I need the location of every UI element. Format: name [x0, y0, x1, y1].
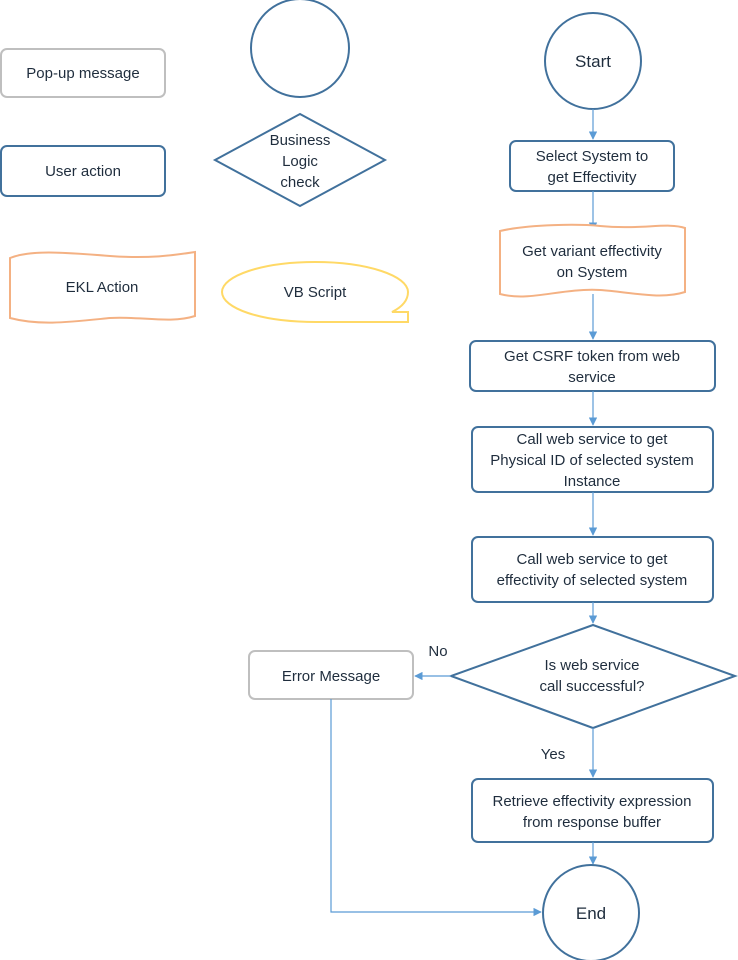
step-call-physical-id: Call web service to get Physical ID of s…	[471, 426, 714, 493]
step4-line-3: Instance	[564, 473, 621, 490]
legend-circle	[250, 0, 350, 98]
yes-label: Yes	[541, 746, 565, 763]
connector-error-to-end	[330, 699, 542, 917]
end-node: End	[542, 864, 640, 960]
step6-line-1: Retrieve effectivity expression	[493, 793, 692, 810]
legend-business-logic-line-3: check	[280, 174, 320, 191]
step-call-effectivity: Call web service to get effectivity of s…	[471, 536, 714, 603]
step-retrieve-effectivity: Retrieve effectivity expression from res…	[471, 778, 714, 843]
no-label: No	[428, 643, 447, 660]
legend-business-logic-line-2: Logic	[282, 153, 318, 170]
error-message-label: Error Message	[282, 668, 380, 685]
error-message-box: Error Message	[248, 650, 414, 700]
start-label: Start	[575, 52, 611, 71]
step2-line-2: on System	[557, 264, 628, 281]
legend-popup-message: Pop-up message	[0, 48, 166, 98]
decision-web-service-success: Is web service call successful?	[448, 623, 738, 730]
legend-user-action-label: User action	[45, 163, 121, 180]
step1-line-2: get Effectivity	[548, 169, 637, 186]
step3-line-1: Get CSRF token from web	[504, 348, 680, 365]
legend-vb-script: VB Script	[220, 260, 410, 323]
legend-vb-script-label: VB Script	[284, 284, 347, 301]
step4-line-2: Physical ID of selected system	[490, 452, 693, 469]
step-get-variant-effectivity: Get variant effectivity on System	[499, 223, 686, 298]
step-select-system: Select System to get Effectivity	[509, 140, 675, 192]
step6-line-2: from response buffer	[523, 814, 661, 831]
step5-line-2: effectivity of selected system	[497, 572, 688, 589]
step1-line-1: Select System to	[536, 148, 649, 165]
step5-line-1: Call web service to get	[517, 551, 669, 568]
legend-ekl-action-label: EKL Action	[66, 279, 139, 296]
legend-business-logic-check: Business Logic check	[212, 112, 388, 208]
legend-user-action: User action	[0, 145, 166, 197]
decision-line-2: call successful?	[539, 678, 644, 695]
decision-line-1: Is web service	[544, 657, 639, 674]
legend-ekl-action: EKL Action	[9, 250, 196, 324]
step4-line-1: Call web service to get	[517, 431, 669, 448]
legend-business-logic-line-1: Business	[270, 132, 331, 149]
step3-line-2: service	[568, 369, 616, 386]
end-label: End	[576, 904, 606, 923]
step-get-csrf-token: Get CSRF token from web service	[469, 340, 716, 392]
legend-popup-label: Pop-up message	[26, 65, 139, 82]
step2-line-1: Get variant effectivity	[522, 243, 662, 260]
start-node: Start	[544, 12, 642, 110]
